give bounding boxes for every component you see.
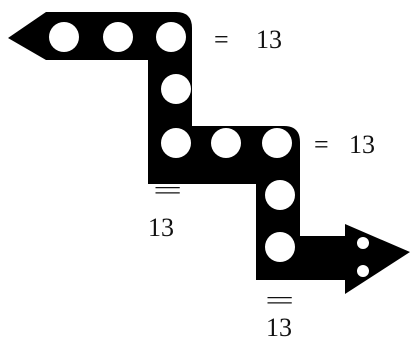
head-eye [357, 237, 369, 249]
hole [49, 22, 79, 52]
head-eye [357, 265, 369, 277]
equals-symbol: = [214, 25, 229, 54]
hole [265, 180, 295, 210]
hole [103, 22, 133, 52]
sum-value: 13 [266, 313, 292, 342]
hole [161, 74, 191, 104]
equation-top: = 13 [214, 25, 282, 54]
equation-bottom: || 13 [266, 295, 296, 342]
sum-value: 13 [256, 25, 282, 54]
equals-symbol: = [314, 130, 329, 159]
parallel-equals-symbol: || [155, 185, 184, 195]
hole [262, 128, 292, 158]
hole [156, 22, 186, 52]
sum-value: 13 [349, 130, 375, 159]
hole [265, 232, 295, 262]
hole [211, 128, 241, 158]
hole [161, 128, 191, 158]
parallel-equals-symbol: || [267, 295, 296, 305]
equation-middle-right: = 13 [314, 130, 375, 159]
sum-value: 13 [148, 213, 174, 242]
equation-middle-bottom: || 13 [148, 185, 184, 242]
